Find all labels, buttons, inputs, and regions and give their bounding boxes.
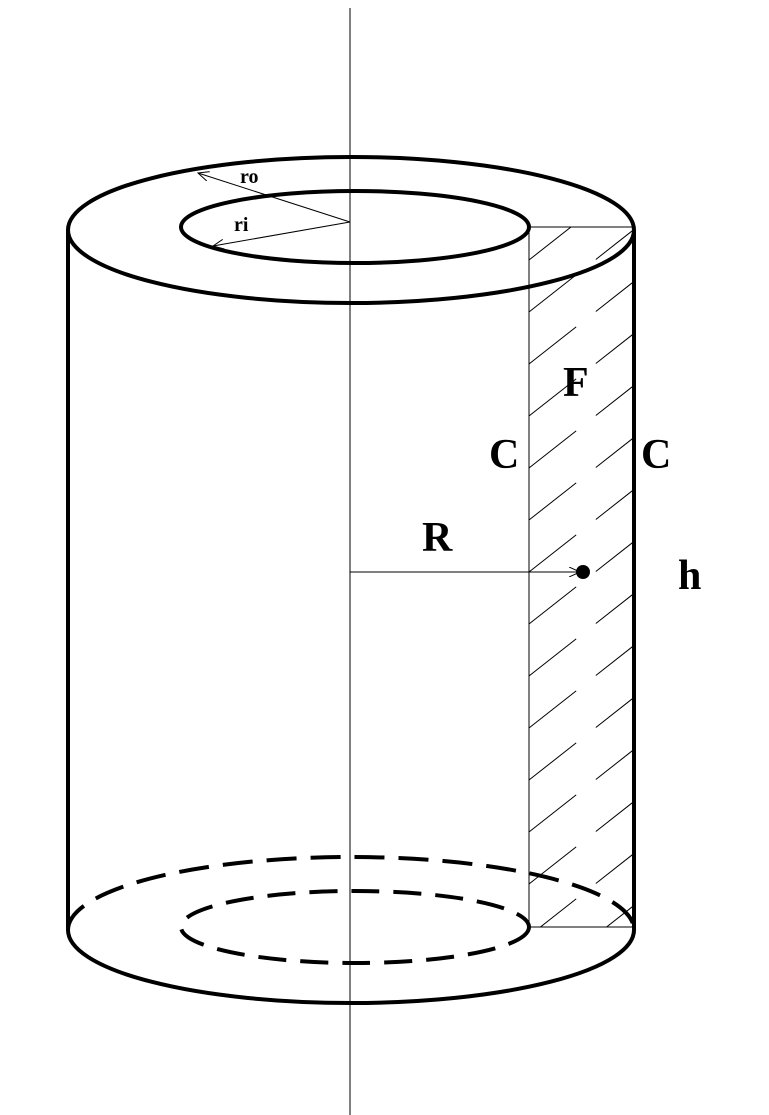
- label-R: R: [422, 515, 453, 561]
- hatch-line: [529, 989, 660, 1092]
- hatch-line: [529, 488, 634, 573]
- hatch-line: [529, 748, 634, 833]
- hatch-line: [529, 280, 634, 365]
- label-C-inner: C: [489, 432, 519, 478]
- label-C-outer: C: [641, 432, 671, 478]
- bottom-outer-ellipse-front: [66, 929, 636, 1005]
- hatch-line: [605, 904, 634, 927]
- hatch-line: [529, 332, 634, 417]
- bottom-inner-ellipse: [179, 889, 531, 965]
- top-outer-ellipse: [66, 155, 636, 305]
- hatch-line: [529, 592, 634, 677]
- label-ro: ro: [240, 166, 259, 188]
- hatch-line: [529, 644, 634, 729]
- cross-section-hatching: (function(){ var g=document.currentScrip…: [529, 227, 660, 1092]
- hatch-line: [529, 696, 634, 781]
- hatch-line: [529, 227, 572, 261]
- hatch-line: [529, 937, 660, 1040]
- top-inner-ellipse: [179, 189, 531, 265]
- ri-arrow: [213, 221, 351, 246]
- label-F: F: [563, 360, 589, 406]
- hatch-line: [539, 852, 634, 927]
- hatch-line: [529, 540, 634, 625]
- hatch-line: [529, 436, 634, 521]
- label-ri: ri: [234, 214, 249, 236]
- hatch-line: [529, 800, 634, 885]
- label-h: h: [678, 553, 701, 599]
- ro-arrow: [198, 173, 351, 223]
- hatch-line: [529, 228, 634, 313]
- hatch-line: [529, 384, 634, 469]
- centroid-dot: [576, 565, 590, 579]
- bottom-outer-ellipse-back: [66, 855, 636, 931]
